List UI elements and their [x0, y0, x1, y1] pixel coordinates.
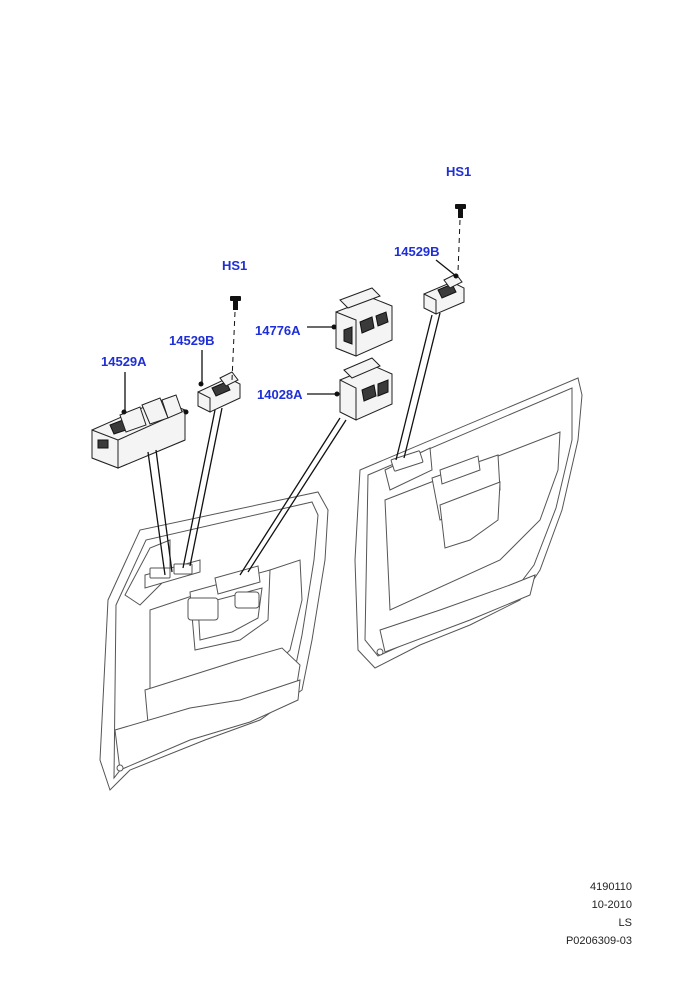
- callout-hs1-right: HS1: [446, 164, 471, 179]
- fastener-axis-lines: [231, 219, 461, 381]
- leader-lines: [124, 259, 457, 576]
- drawing-number: 4190110: [589, 881, 632, 893]
- switch-14529b-right: [423, 273, 465, 315]
- drawing-illustration-id: P0206309-03: [565, 935, 632, 947]
- callout-hs1-left: HS1: [222, 258, 247, 273]
- callout-14529b-right: 14529B: [394, 244, 440, 259]
- drawing-reference-block: 4190110 10-2010 LS P0206309-03: [566, 878, 632, 950]
- front-door-panel: [99, 491, 329, 791]
- screw-hs1-right: [455, 204, 466, 218]
- callout-14529a: 14529A: [101, 354, 147, 369]
- drawing-date: 10-2010: [591, 899, 632, 911]
- rear-door-panel: [354, 377, 583, 669]
- switch-pack-14529a: [91, 394, 189, 469]
- drawing-model-code: LS: [618, 917, 632, 929]
- module-14028a: [334, 357, 393, 421]
- switch-14529b-left: [197, 371, 241, 413]
- module-14776a: [331, 287, 393, 357]
- screw-hs1-left: [230, 296, 241, 310]
- callout-14028a: 14028A: [257, 387, 303, 402]
- callout-14529b-left: 14529B: [169, 333, 215, 348]
- callout-14776a: 14776A: [255, 323, 301, 338]
